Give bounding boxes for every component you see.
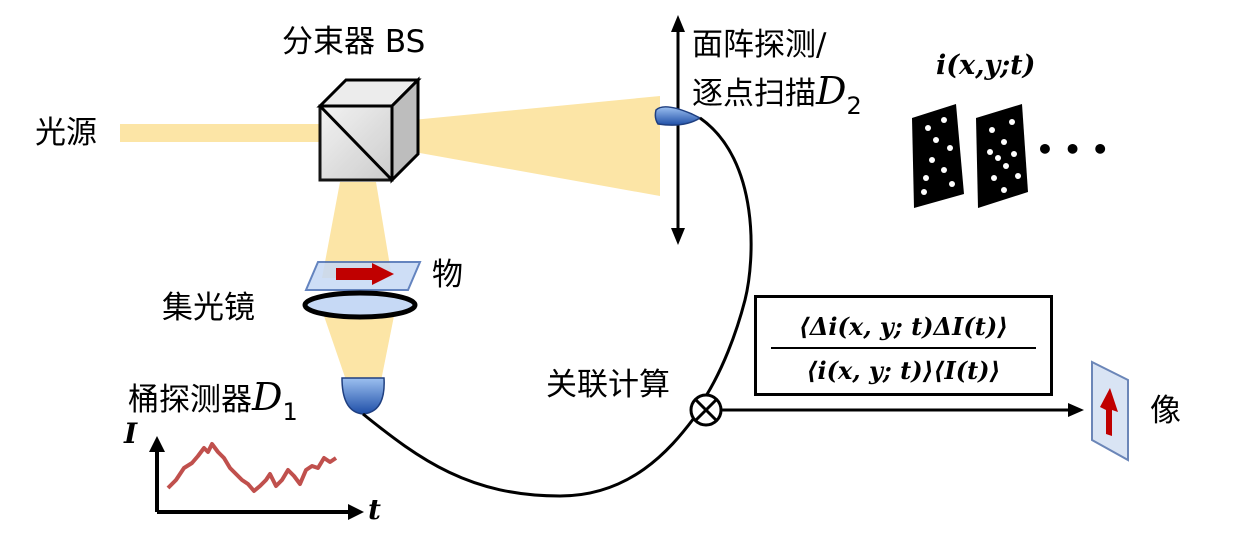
bucket-detector-symbol: D (252, 375, 283, 419)
bucket-detector-subscript: 1 (282, 398, 298, 426)
scan-arrow-down (671, 228, 685, 245)
bucket-signal-curve (166, 442, 338, 493)
array-detector-subscript: 2 (846, 92, 862, 120)
formula-numerator: ⟨Δi(x, y; t)ΔI(t)⟩ (798, 312, 1009, 341)
beam-splitter-cube (316, 76, 422, 184)
reference-cable (699, 116, 753, 397)
object-beam-bottom (324, 316, 394, 386)
bucket-detector-shape (341, 377, 385, 415)
scan-arrow-up (671, 15, 685, 32)
speckle-frame-1 (912, 104, 964, 208)
correlation-label: 关联计算 (546, 367, 670, 403)
speckle-frame-2 (976, 104, 1028, 208)
object-slide (304, 261, 422, 291)
array-detector-label-line1: 面阵探测/ (692, 27, 827, 63)
beam-splitter-label: 分束器 BS (282, 24, 426, 60)
image-label: 像 (1150, 393, 1181, 429)
array-detector-shape (654, 106, 702, 126)
formula-denominator: ⟨i(x, y; t)⟩⟨I(t)⟩ (806, 356, 1001, 385)
speckle-series-label: i(x,y;t) (936, 50, 1036, 81)
formula-fraction-bar (771, 347, 1036, 349)
condenser-lens-label: 集光镜 (162, 290, 255, 326)
image-plate (1091, 360, 1129, 462)
source-beam (120, 124, 320, 142)
correlation-formula: ⟨Δi(x, y; t)ΔI(t)⟩ ⟨i(x, y; t)⟩⟨I(t)⟩ (754, 295, 1053, 396)
array-detector-text: 逐点扫描 (692, 76, 816, 112)
correlator-symbol (689, 393, 723, 427)
axis-t-label: t (368, 493, 381, 526)
bucket-detector-label: 桶探测器D1 (128, 375, 298, 424)
axis-i-label: I (124, 417, 138, 450)
bucket-cable (362, 412, 696, 498)
light-source-label: 光源 (35, 115, 97, 151)
bucket-signal-plot (149, 436, 364, 520)
ellipsis-dots: • • • (1036, 133, 1110, 166)
array-detector-symbol: D (816, 69, 847, 113)
bucket-detector-text: 桶探测器 (128, 382, 252, 418)
condenser-lens (302, 290, 418, 320)
array-detector-label-line2: 逐点扫描D2 (692, 69, 862, 118)
reference-beam (392, 96, 660, 196)
object-beam-top (322, 182, 392, 278)
output-arrow-head (1068, 403, 1084, 417)
object-label: 物 (432, 257, 463, 293)
